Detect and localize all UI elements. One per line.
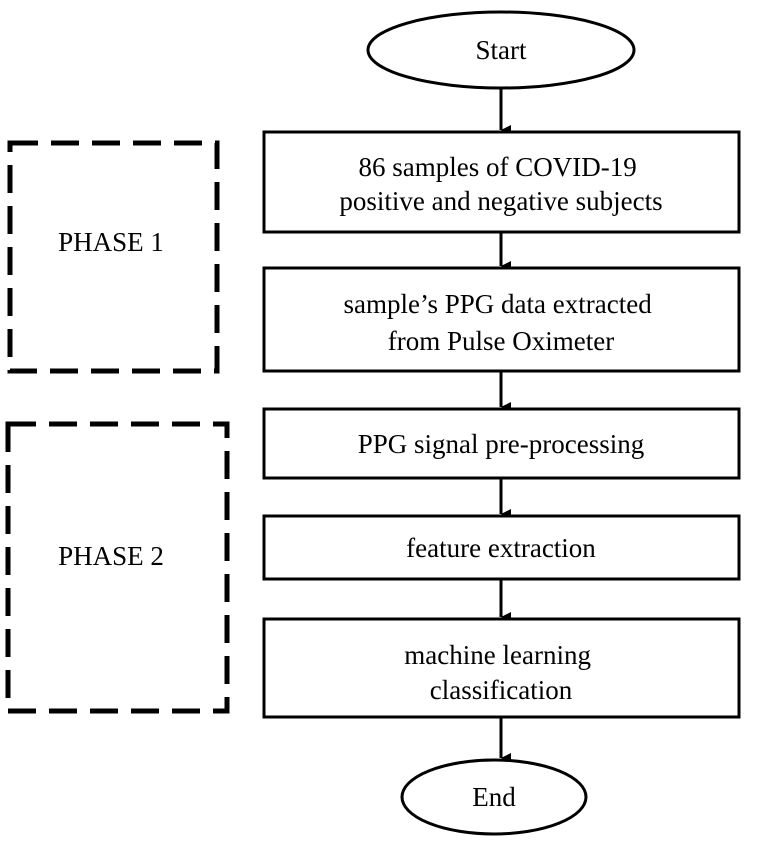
step-1-line-2: positive and negative subjects [339, 186, 662, 216]
step-3-line-1: PPG signal pre-processing [358, 429, 644, 459]
step-4-line-1: feature extraction [406, 533, 596, 563]
start-label: Start [476, 35, 527, 65]
phase-2-box [5, 421, 230, 714]
step-4-text: feature extraction [406, 533, 596, 563]
step-1-box [262, 130, 741, 234]
phase-1-label: PHASE 1 [58, 227, 164, 257]
step-5-line-1: machine learning [404, 640, 591, 670]
step-5-line-2: classification [430, 675, 573, 705]
step-5-box [262, 617, 741, 719]
step-1-text: 86 samples of COVID-19 positive and nega… [339, 152, 662, 216]
step-4-box [262, 514, 741, 581]
step-3-box [262, 407, 741, 480]
end-terminal [400, 758, 588, 836]
step-3-text: PPG signal pre-processing [358, 429, 644, 459]
step-2-text: sample’s PPG data extracted from Pulse O… [344, 289, 659, 356]
phase-1-box [7, 140, 220, 374]
end-label: End [472, 782, 516, 812]
phase-2-label: PHASE 2 [58, 541, 164, 571]
step-2-line-2: from Pulse Oximeter [388, 326, 614, 356]
step-2-box [262, 266, 741, 373]
step-1-line-1: 86 samples of COVID-19 [359, 152, 637, 182]
step-2-line-1: sample’s PPG data extracted [344, 289, 653, 319]
step-5-text: machine learning classification [404, 640, 597, 705]
